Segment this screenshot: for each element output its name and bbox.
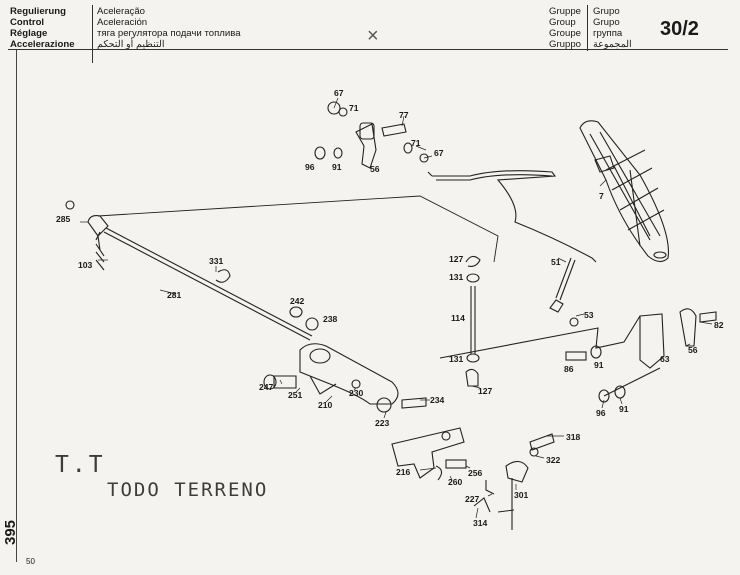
word-grupo-pt: Grupo	[593, 6, 620, 17]
part-label-127a: 127	[449, 254, 464, 264]
part-label-322: 322	[546, 455, 561, 465]
part-label-56b: 56	[688, 345, 698, 355]
part-label-51: 51	[551, 257, 561, 267]
part-label-71b: 71	[411, 138, 421, 148]
part-label-86: 86	[564, 364, 574, 374]
part-label-210: 210	[318, 400, 333, 410]
word-gruppa-ru: группа	[593, 28, 623, 39]
label-arabic: التنظيم أو التحكم	[97, 39, 165, 50]
part-label-7: 7	[599, 191, 604, 201]
part-label-238: 238	[323, 314, 338, 324]
part-label-216: 216	[396, 467, 411, 477]
label-accelerazione: Accelerazione	[10, 39, 75, 50]
word-groupe: Groupe	[549, 28, 581, 39]
page-number: 395	[2, 519, 19, 545]
label-regulierung: Regulierung	[10, 6, 66, 17]
part-label-67a: 67	[334, 88, 344, 98]
part-label-131b: 131	[449, 354, 464, 364]
label-russian: тяга регулятора подачи топлива	[97, 28, 241, 39]
page-number-box: 395	[2, 520, 19, 575]
part-number-labels: 67 71 77 71 67 96 91 56 7 285 103 331 28…	[56, 88, 724, 528]
part-label-331: 331	[209, 256, 224, 266]
word-group-ar: المجموعة	[593, 39, 632, 50]
pedal-rod-51	[427, 170, 597, 313]
word-grupo-es: Grupo	[593, 17, 620, 28]
throttle-rod-281	[65, 200, 313, 341]
part-label-127b: 127	[478, 386, 493, 396]
label-reglage: Réglage	[10, 28, 48, 39]
header-left-labels: Regulierung Control Réglage Accelerazion…	[10, 6, 75, 50]
part-label-82: 82	[714, 320, 724, 330]
part-label-91a: 91	[332, 162, 342, 172]
part-label-285: 285	[56, 214, 71, 224]
accelerator-pedal	[579, 120, 669, 263]
part-label-103: 103	[78, 260, 93, 270]
part-label-53: 53	[584, 310, 594, 320]
part-label-227: 227	[465, 494, 480, 504]
label-control: Control	[10, 17, 45, 28]
handwritten-x-mark: ×	[367, 25, 379, 47]
header-divider	[92, 5, 93, 63]
stamp-tt: T.T	[55, 452, 106, 478]
group-divider	[587, 5, 588, 51]
group-words-right: Grupo Grupo группа المجموعة	[593, 6, 632, 50]
part-label-234: 234	[430, 395, 445, 405]
word-group: Group	[549, 17, 576, 28]
part-label-247: 247	[259, 382, 274, 392]
part-label-91c: 91	[619, 404, 629, 414]
frame-top-line	[8, 49, 728, 50]
header-mid-labels: Aceleração Aceleración тяга регулятора п…	[97, 6, 241, 50]
group-number: 30/2	[660, 18, 699, 40]
footer-number: 50	[26, 557, 35, 566]
part-label-242: 242	[290, 296, 305, 306]
group-words-left: Gruppe Group Groupe Gruppo	[549, 6, 581, 50]
part-label-314: 314	[473, 518, 488, 528]
lower-bracket-assembly	[391, 427, 555, 530]
part-label-230: 230	[349, 388, 364, 398]
leader-lines	[80, 97, 713, 519]
word-gruppo: Gruppo	[549, 39, 581, 50]
stamp-todo-terreno: TODO TERRENO	[107, 479, 269, 501]
part-label-318: 318	[566, 432, 581, 442]
part-label-96a: 96	[305, 162, 315, 172]
label-aceleracion: Aceleración	[97, 17, 148, 28]
part-label-67b: 67	[434, 148, 444, 158]
part-label-114: 114	[451, 313, 465, 323]
part-label-256: 256	[468, 468, 483, 478]
part-label-260: 260	[448, 477, 463, 487]
word-gruppe: Gruppe	[549, 6, 581, 17]
part-label-71a: 71	[349, 103, 359, 113]
label-aceleracao: Aceleração	[97, 6, 145, 17]
right-bracket-assembly	[565, 308, 717, 403]
part-label-281: 281	[167, 290, 182, 300]
part-label-251: 251	[288, 390, 303, 400]
lever-210	[263, 306, 427, 413]
part-label-56a: 56	[370, 164, 380, 174]
part-label-77: 77	[399, 110, 409, 120]
rod-114	[439, 255, 641, 387]
part-label-131a: 131	[449, 272, 464, 282]
frame-left-line	[16, 50, 17, 562]
part-label-96b: 96	[596, 408, 606, 418]
part-label-223: 223	[375, 418, 390, 428]
part-label-63: 63	[660, 354, 670, 364]
upper-bracket-assembly	[314, 101, 429, 169]
part-label-301: 301	[514, 490, 529, 500]
part-label-91b: 91	[594, 360, 604, 370]
